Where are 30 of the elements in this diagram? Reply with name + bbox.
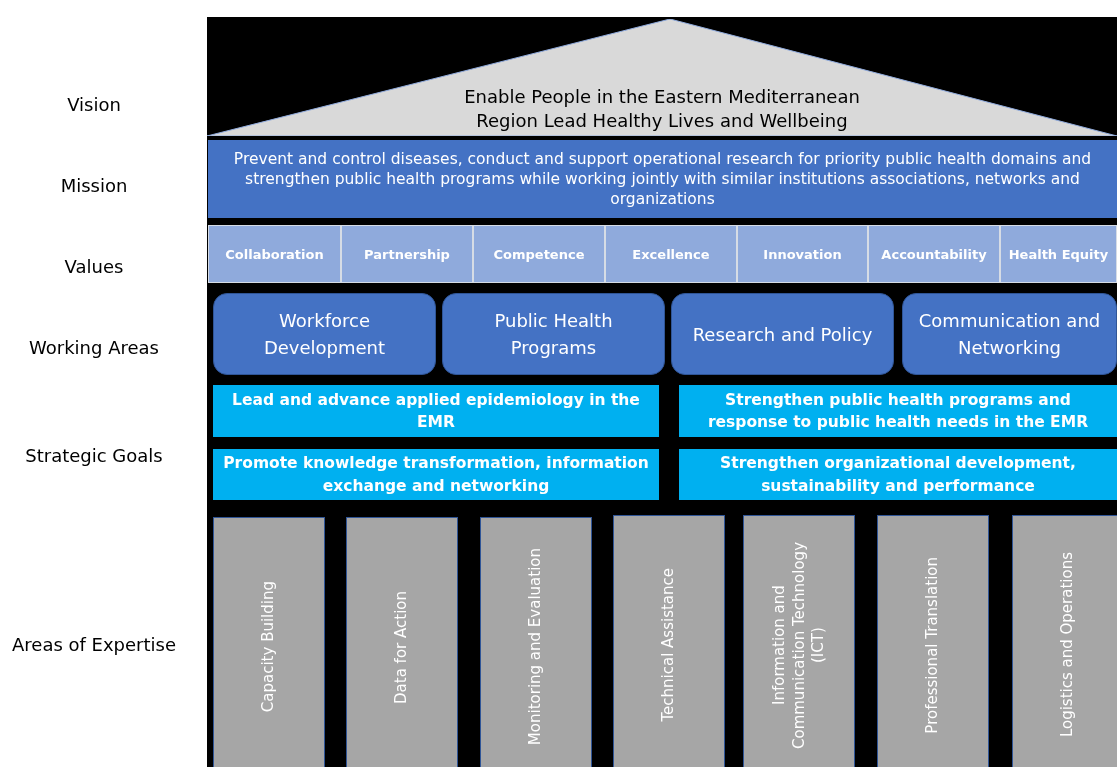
value-box: Collaboration (208, 225, 341, 283)
pillar-box: Capacity Building (213, 517, 325, 767)
value-box: Partnership (341, 225, 473, 283)
value-box: Innovation (737, 225, 868, 283)
pillar-box: Professional Translation (877, 515, 989, 767)
roof-shape: Enable People in the Eastern Mediterranean Region Lead Healthy Lives and Wellbeing (207, 19, 1117, 136)
goal-box: Strengthen public health programs and response to public health needs in the EMR (679, 385, 1117, 437)
pillar-box: Logistics and Operations (1012, 515, 1117, 767)
value-box: Health Equity (1000, 225, 1117, 283)
row-label: Areas of Expertise (11, 634, 177, 655)
row-label: Vision (66, 94, 122, 115)
value-box: Competence (473, 225, 605, 283)
pillar-box: Technical Assistance (613, 515, 725, 767)
goal-box: Lead and advance applied epidemiology in the EMR (213, 385, 659, 437)
row-label: Strategic Goals (24, 445, 164, 466)
goal-box: Strengthen organizational development, sustainability and performance (679, 449, 1117, 500)
pillar-box: Monitoring and Evaluation (480, 517, 592, 767)
value-box: Excellence (605, 225, 737, 283)
value-box: Accountability (868, 225, 1000, 283)
working-area-box: Workforce Development (213, 293, 436, 375)
row-label: Mission (59, 175, 129, 196)
working-area-box: Public Health Programs (442, 293, 665, 375)
pillar-box: Data for Action (346, 517, 458, 767)
mission-band: Prevent and control diseases, conduct and support operational research for priority public health domains and strengthen public health programs while working jointly with similar institutions associations, networks and organizations (208, 140, 1117, 218)
working-area-box: Research and Policy (671, 293, 894, 375)
row-label: Working Areas (28, 337, 160, 358)
row-label: Values (63, 256, 125, 277)
working-area-box: Communication and Networking (902, 293, 1117, 375)
pillar-box: Information and Communication Technology (ICT) (743, 515, 855, 767)
goal-box: Promote knowledge transformation, information exchange and networking (213, 449, 659, 500)
